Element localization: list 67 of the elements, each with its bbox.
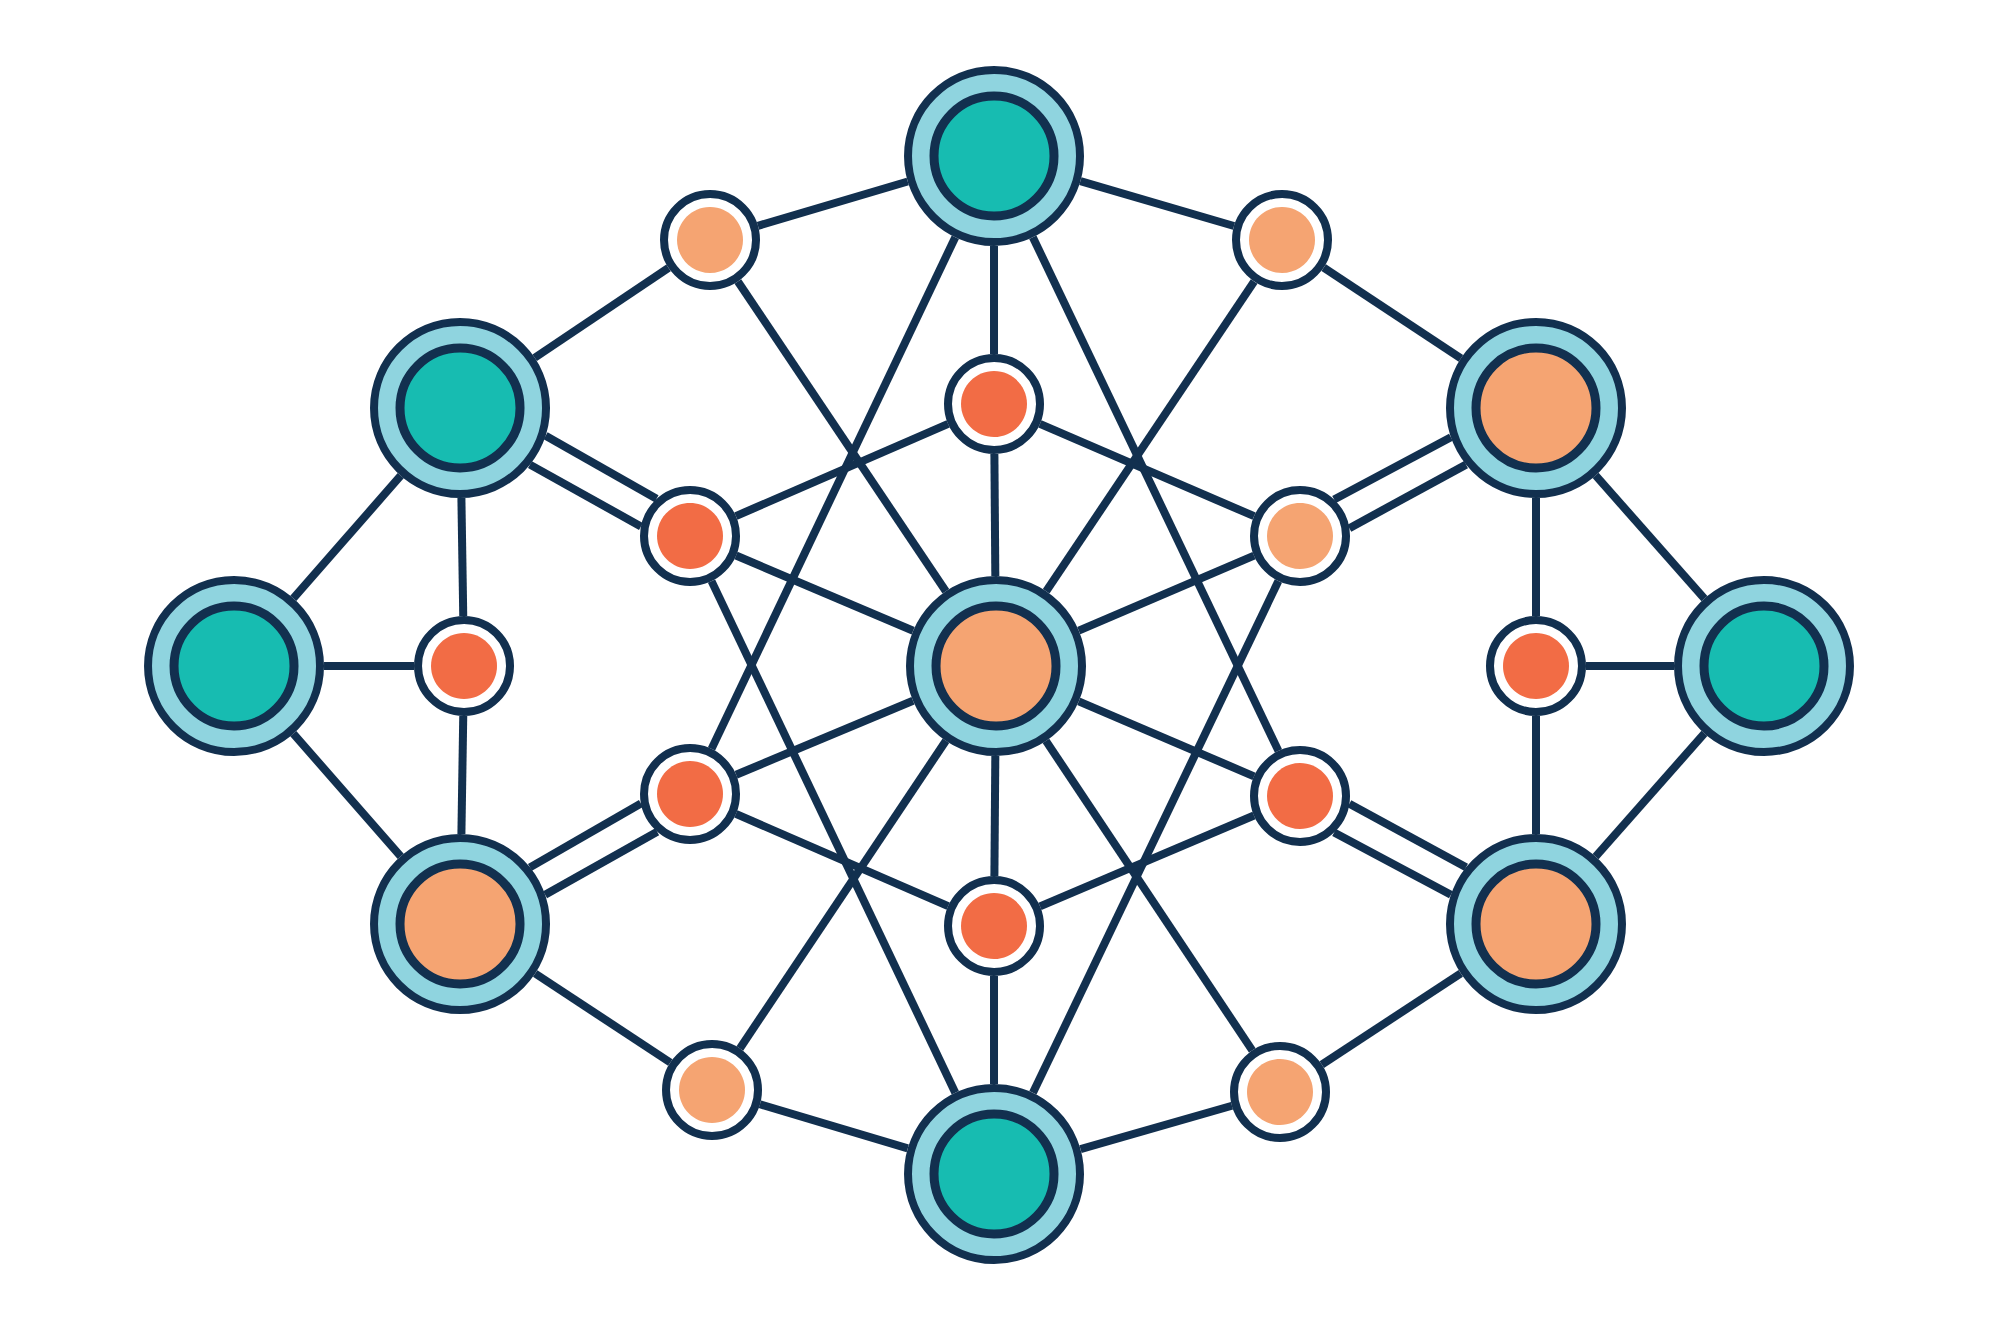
connector-line xyxy=(1038,420,1256,520)
connector-line xyxy=(290,731,404,859)
connector-line xyxy=(1038,811,1256,911)
connector-line xyxy=(457,715,468,835)
small-node-circle xyxy=(1486,616,1586,716)
connector-line xyxy=(457,497,468,617)
connector-line xyxy=(324,662,414,670)
connector-line xyxy=(756,177,909,230)
large-node-circle xyxy=(370,834,550,1014)
connector-line xyxy=(1347,461,1468,532)
connector-line xyxy=(990,246,998,354)
large-node-circle xyxy=(906,576,1086,756)
small-node-circle xyxy=(660,190,760,290)
small-node-circle xyxy=(640,744,740,844)
connector-line xyxy=(707,235,959,751)
connector-line xyxy=(1042,279,1258,594)
large-node-circle xyxy=(370,318,550,498)
connector-line xyxy=(1332,829,1453,899)
connector-line xyxy=(1029,579,1282,1095)
small-node-circle xyxy=(1250,486,1350,586)
small-node-circle xyxy=(662,1040,762,1140)
connector-line xyxy=(1079,1101,1234,1154)
connector-line xyxy=(1042,738,1256,1053)
connector-line xyxy=(543,432,659,503)
connector-line xyxy=(532,264,671,362)
small-node-circle xyxy=(944,354,1044,454)
connector-line xyxy=(1532,716,1540,834)
connector-line xyxy=(734,810,950,910)
connector-line xyxy=(734,551,915,635)
connector-line xyxy=(990,453,1000,577)
large-node-circle xyxy=(1674,576,1854,756)
connector-line xyxy=(528,461,643,530)
large-node-circle xyxy=(904,1084,1084,1264)
small-node-circle xyxy=(640,486,740,586)
connector-line xyxy=(990,976,998,1084)
small-node-circle xyxy=(1232,190,1332,290)
connector-line xyxy=(1347,800,1468,871)
connector-line xyxy=(1532,498,1540,616)
large-node-circle xyxy=(1446,318,1626,498)
connector-line xyxy=(734,279,950,594)
connector-line xyxy=(1079,177,1236,230)
connector-line xyxy=(1332,433,1453,503)
connector-line xyxy=(1592,472,1708,602)
connector-line xyxy=(1319,970,1463,1068)
small-node-circle xyxy=(1250,746,1350,846)
small-node-circle xyxy=(414,616,514,716)
connector-line xyxy=(290,473,404,601)
small-node-circle xyxy=(944,876,1044,976)
connector-line xyxy=(1321,264,1464,362)
large-node-circle xyxy=(144,576,324,756)
connector-line xyxy=(1586,662,1674,670)
connector-line xyxy=(1592,730,1708,860)
connector-line xyxy=(1077,551,1256,635)
connector-line xyxy=(532,970,673,1066)
connector-line xyxy=(736,738,950,1051)
connector-line xyxy=(734,420,950,520)
connector-line xyxy=(734,697,915,779)
connector-line xyxy=(527,800,643,871)
connector-line xyxy=(1077,697,1256,780)
connector-line xyxy=(543,828,660,899)
small-node-circle xyxy=(1230,1042,1330,1142)
connector-line xyxy=(707,579,959,1095)
connector-line xyxy=(1029,235,1283,753)
large-node-circle xyxy=(1446,834,1626,1014)
connector-line xyxy=(758,1100,909,1153)
large-node-circle xyxy=(904,66,1084,246)
connector-line xyxy=(990,755,1000,876)
